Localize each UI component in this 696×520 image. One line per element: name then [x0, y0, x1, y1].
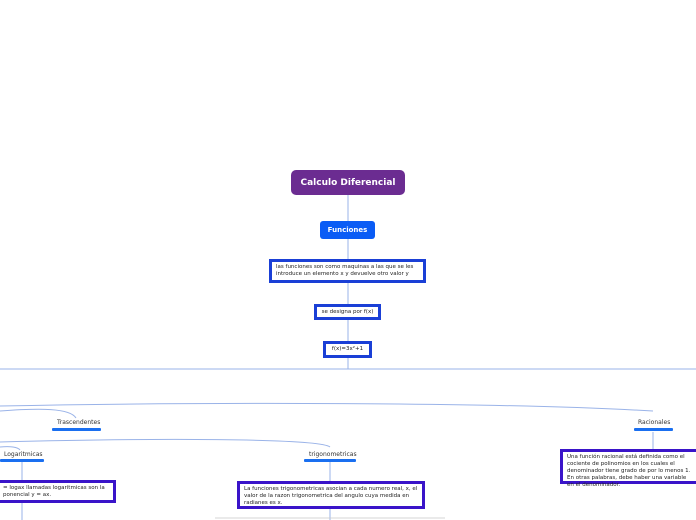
racionales-note[interactable]: Una función racional está definida como … — [560, 449, 696, 488]
branch-trigonometricas-label[interactable]: trigonometricas — [309, 451, 357, 458]
functions-node[interactable]: Funciones — [320, 221, 375, 239]
branch-racionales-label[interactable]: Racionales — [638, 419, 671, 426]
branch-logaritmicas-underline — [0, 459, 44, 462]
notation-node[interactable]: se designa por f(x) — [314, 304, 381, 320]
branch-logaritmicas-label[interactable]: Logaritmicas — [4, 451, 43, 458]
branch-racionales-underline — [634, 428, 673, 431]
example-node[interactable]: f(x)=3x²+1 — [323, 341, 372, 358]
branch-trascendentes-underline — [52, 428, 101, 431]
logaritmicas-note[interactable]: = logax llamadas logaritmicas son la pon… — [0, 480, 116, 503]
root-node[interactable]: Calculo Diferencial — [291, 170, 405, 195]
branch-trigonometricas-underline — [304, 459, 356, 462]
definition-node[interactable]: las funciones son como maquinas a las qu… — [269, 259, 426, 283]
branch-trascendentes-label[interactable]: Trascendentes — [57, 419, 101, 426]
trigonometricas-note[interactable]: La funciones trigonometricas asocian a c… — [237, 481, 425, 509]
